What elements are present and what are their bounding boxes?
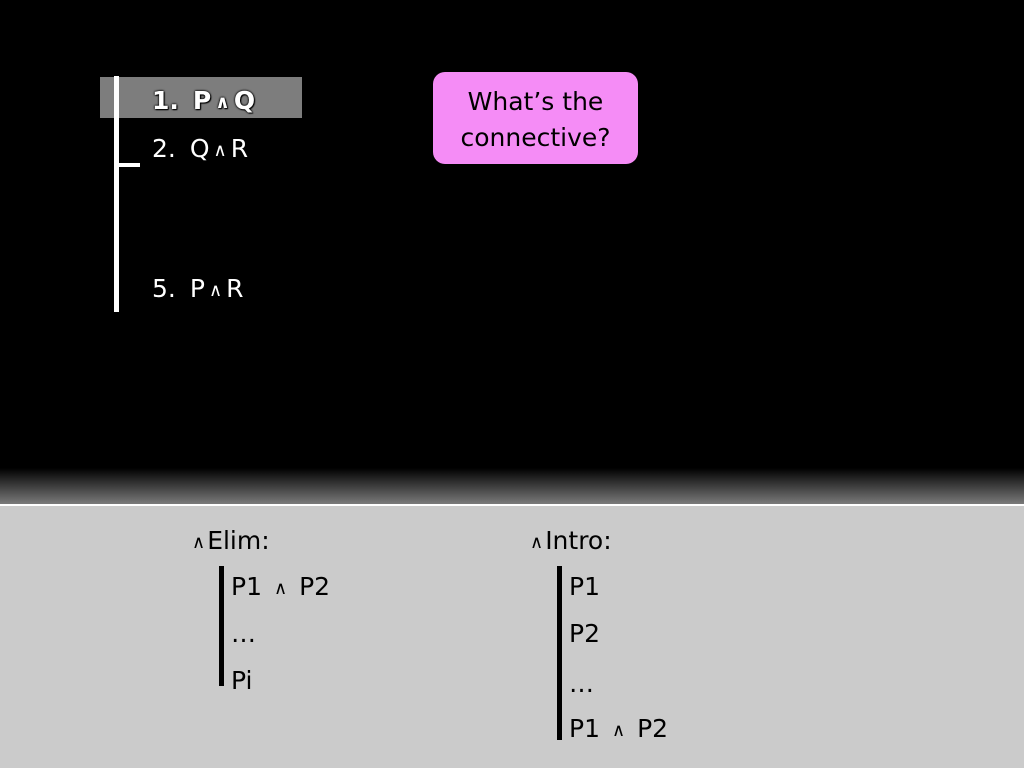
callout-line-1: What’s the (467, 87, 604, 116)
sentence: Q∧R (190, 134, 248, 167)
and-intro-ellipsis: … (569, 669, 594, 698)
proof-scope-bar (114, 76, 119, 312)
proof-line-2: 2. Q∧R (152, 134, 248, 167)
sentence-right: R (230, 134, 249, 163)
premise-right: P2 (299, 572, 331, 601)
sentence-left: Q (189, 134, 210, 163)
premise-left: P1 (231, 572, 262, 601)
and-elim-ellipsis: … (231, 619, 256, 648)
rule-name: Intro: (545, 526, 612, 555)
and-symbol: ∧ (273, 578, 288, 599)
and-symbol: ∧ (192, 532, 206, 553)
and-intro-title: ∧Intro: (530, 526, 612, 559)
rule-name: Elim: (207, 526, 270, 555)
sentence-right: R (226, 274, 244, 303)
and-elim-conclusion: Pi (231, 666, 253, 695)
question-callout: What’s the connective? (433, 72, 638, 164)
and-intro-line-1: P1 (569, 572, 600, 601)
and-intro-line-2: P2 (569, 619, 600, 648)
sentence: P∧R (190, 274, 244, 307)
proof-line-5: 5. P∧R (152, 274, 244, 307)
conclusion-right: P2 (637, 714, 669, 743)
and-symbol: ∧ (213, 140, 227, 161)
panel-fade (0, 468, 1024, 504)
and-intro-conclusion: P1 ∧ P2 (569, 714, 668, 747)
and-intro-scope-bar (557, 566, 562, 740)
rules-panel: ∧Elim: P1 ∧ P2 … Pi ∧Intro: P1 P2 … P1 ∧… (0, 504, 1024, 768)
conclusion-left: P1 (569, 714, 600, 743)
callout-line-2: connective? (460, 123, 611, 152)
and-elim-premise: P1 ∧ P2 (231, 572, 330, 605)
sentence-left: P (189, 274, 205, 303)
and-elim-title: ∧Elim: (192, 526, 270, 559)
and-symbol: ∧ (215, 92, 230, 113)
proof-line-1: 1. P∧Q (152, 86, 255, 119)
and-elim-scope-bar (219, 566, 224, 686)
sentence-right: Q (233, 86, 256, 115)
line-highlight (100, 77, 302, 118)
sentence-left: P (192, 86, 212, 115)
assumption-marker (114, 163, 140, 167)
line-number: 1. (152, 86, 179, 115)
and-symbol: ∧ (611, 720, 626, 741)
line-number: 5. (152, 274, 176, 303)
and-symbol: ∧ (530, 532, 544, 553)
line-number: 2. (152, 134, 176, 163)
and-symbol: ∧ (208, 280, 223, 301)
sentence: P∧Q (193, 86, 255, 119)
